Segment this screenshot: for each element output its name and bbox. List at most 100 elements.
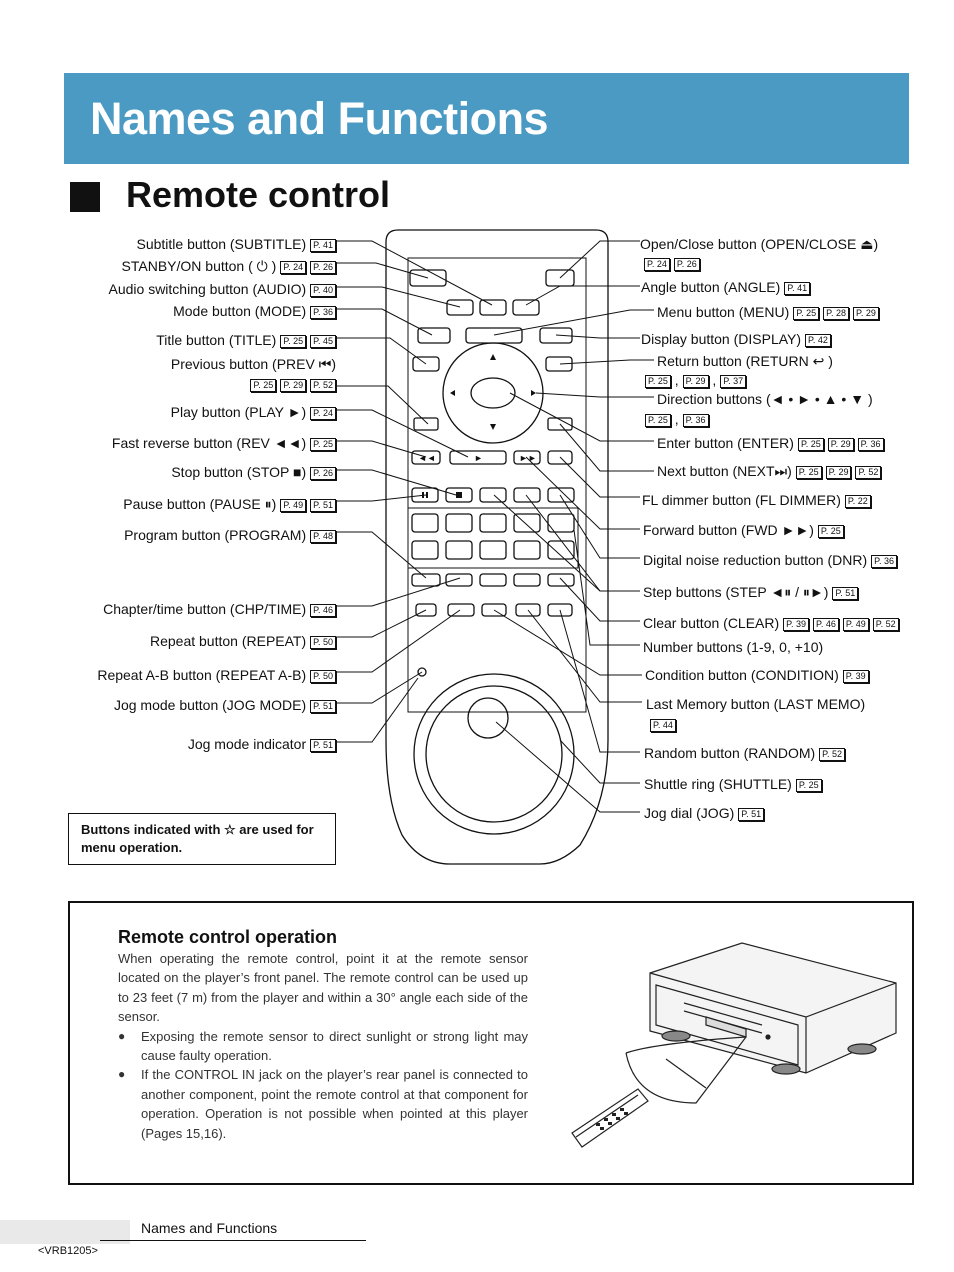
page-reference-icon: P. 42 bbox=[805, 334, 831, 347]
label-stop-button: Stop button (STOP ■)P. 26 bbox=[171, 464, 336, 481]
label-shuttle-ring: Shuttle ring (SHUTTLE)P. 25 bbox=[644, 776, 822, 793]
page-reference-icon: P. 37 bbox=[720, 375, 747, 388]
page-reference-icon: P. 51 bbox=[832, 587, 859, 600]
label-fl-dimmer-button: FL dimmer button (FL DIMMER)P. 22 bbox=[642, 492, 871, 509]
page-reference-icon: P. 29 bbox=[280, 379, 307, 392]
page-reference-icon: P. 25 bbox=[793, 307, 820, 320]
label-direction-buttons: Direction buttons (◄ • ► • ▲ • ▼ ) bbox=[657, 391, 873, 407]
operation-bullet: Exposing the remote sensor to direct sun… bbox=[118, 1027, 528, 1066]
label-jog-dial: Jog dial (JOG)P. 51 bbox=[644, 805, 765, 822]
page-reference-icon: P. 48 bbox=[310, 530, 336, 543]
page-reference-icon: P. 52 bbox=[872, 618, 899, 631]
menu-note-box: Buttons indicated with ☆ are used for me… bbox=[68, 813, 336, 865]
label-fwd-button: Forward button (FWD ►►)P. 25 bbox=[643, 522, 844, 539]
label-program-button: Program button (PROGRAM)P. 48 bbox=[124, 527, 336, 544]
page-reference-icon: P. 45 bbox=[310, 335, 336, 348]
page-reference-icon: P. 39 bbox=[783, 618, 810, 631]
page-reference-icon: P. 25 bbox=[645, 414, 671, 427]
label-jog-mode-button: Jog mode button (JOG MODE)P. 51 bbox=[114, 697, 336, 714]
page-reference-icon: P. 25 bbox=[795, 779, 822, 792]
page-reference-icon: P. 29 bbox=[853, 307, 879, 320]
label-chp-time-button: Chapter/time button (CHP/TIME)P. 46 bbox=[103, 601, 336, 618]
label-return-refs: P. 25 ,P. 29 ,P. 37 bbox=[641, 372, 747, 389]
label-number-buttons: Number buttons (1-9, 0, +10) bbox=[643, 639, 824, 655]
page-reference-icon: P. 29 bbox=[827, 438, 854, 451]
operation-paragraph: When operating the remote control, point… bbox=[118, 951, 528, 1025]
page-reference-icon: P. 36 bbox=[871, 555, 897, 568]
label-random-button: Random button (RANDOM)P. 52 bbox=[644, 745, 846, 762]
dvd-player-illustration bbox=[571, 942, 897, 1148]
menu-note-text: Buttons indicated with ☆ are used for me… bbox=[81, 822, 314, 855]
page-reference-icon: P. 24 bbox=[644, 258, 670, 271]
label-repeat-button: Repeat button (REPEAT)P. 50 bbox=[150, 633, 336, 650]
page-reference-icon: P. 24 bbox=[310, 407, 336, 420]
page-reference-icon: P. 49 bbox=[280, 499, 307, 512]
page-reference-icon: P. 24 bbox=[280, 261, 307, 274]
page-title: Names and Functions bbox=[90, 93, 549, 144]
page-reference-icon: P. 51 bbox=[310, 700, 336, 713]
label-rev-button: Fast reverse button (REV ◄◄)P. 25 bbox=[112, 435, 336, 452]
label-audio-button: Audio switching button (AUDIO)P. 40 bbox=[109, 281, 336, 298]
remote-operation-box: Remote control operation When operating … bbox=[68, 901, 914, 1185]
page-reference-icon: P. 36 bbox=[310, 306, 336, 319]
operation-bullet: If the CONTROL IN jack on the player’s r… bbox=[118, 1065, 528, 1143]
page-reference-icon: P. 50 bbox=[310, 636, 336, 649]
label-mode-button: Mode button (MODE)P. 36 bbox=[173, 303, 336, 320]
page-reference-icon: P. 25 bbox=[795, 466, 822, 479]
page-reference-icon: P. 26 bbox=[310, 261, 336, 274]
operation-bullets: Exposing the remote sensor to direct sun… bbox=[118, 1027, 528, 1143]
page-reference-icon: P. 29 bbox=[682, 375, 709, 388]
page-reference-icon: P. 28 bbox=[823, 307, 849, 320]
svg-text:◄◄: ◄◄ bbox=[418, 453, 436, 463]
page-reference-icon: P. 41 bbox=[310, 239, 336, 252]
page-reference-icon: P. 46 bbox=[813, 618, 839, 631]
page-reference-icon: P. 25 bbox=[645, 375, 671, 388]
page-reference-icon: P. 25 bbox=[817, 525, 844, 538]
page-reference-icon: P. 51 bbox=[310, 739, 336, 752]
operation-text: When operating the remote control, point… bbox=[118, 949, 528, 1143]
page-reference-icon: P. 46 bbox=[310, 604, 336, 617]
page-reference-icon: P. 40 bbox=[310, 284, 336, 297]
label-dnr-button: Digital noise reduction button (DNR)P. 3… bbox=[643, 552, 897, 569]
page-reference-icon: P. 52 bbox=[310, 379, 336, 392]
footer-title: Names and Functions bbox=[141, 1220, 278, 1236]
label-condition-button: Condition button (CONDITION)P. 39 bbox=[645, 667, 869, 684]
label-previous-button: Previous button (PREV ⏮) bbox=[170, 356, 336, 372]
page-reference-icon: P. 41 bbox=[784, 282, 811, 295]
operation-title: Remote control operation bbox=[118, 927, 338, 947]
page-reference-icon: P. 26 bbox=[673, 258, 700, 271]
page-reference-icon: P. 25 bbox=[797, 438, 824, 451]
page-reference-icon: P. 52 bbox=[855, 466, 882, 479]
page-reference-icon: P. 49 bbox=[842, 618, 869, 631]
page-reference-icon: P. 51 bbox=[738, 808, 765, 821]
svg-text:►►: ►► bbox=[519, 453, 537, 463]
svg-text:►: ► bbox=[474, 453, 483, 463]
label-return-button: Return button (RETURN ↩ ) bbox=[657, 353, 833, 369]
label-direction-refs: P. 25 ,P. 36 bbox=[641, 411, 709, 428]
label-last-memo-refs: P. 44 bbox=[646, 716, 676, 733]
page-reference-icon: P. 39 bbox=[842, 670, 869, 683]
label-last-memo-button: Last Memory button (LAST MEMO) bbox=[646, 696, 866, 712]
label-angle-button: Angle button (ANGLE)P. 41 bbox=[641, 279, 811, 296]
label-subtitle-button: Subtitle button (SUBTITLE)P. 41 bbox=[137, 236, 336, 253]
page-reference-icon: P. 25 bbox=[280, 335, 307, 348]
page-reference-icon: P. 52 bbox=[819, 748, 846, 761]
page-reference-icon: P. 25 bbox=[250, 379, 277, 392]
footer-code: <VRB1205> bbox=[38, 1245, 98, 1257]
footer-divider bbox=[100, 1240, 366, 1241]
label-open-close-button: Open/Close button (OPEN/CLOSE ⏏) bbox=[640, 236, 879, 252]
page-reference-icon: P. 36 bbox=[857, 438, 884, 451]
page-reference-icon: P. 36 bbox=[682, 414, 709, 427]
section-bullet-icon bbox=[70, 182, 100, 212]
